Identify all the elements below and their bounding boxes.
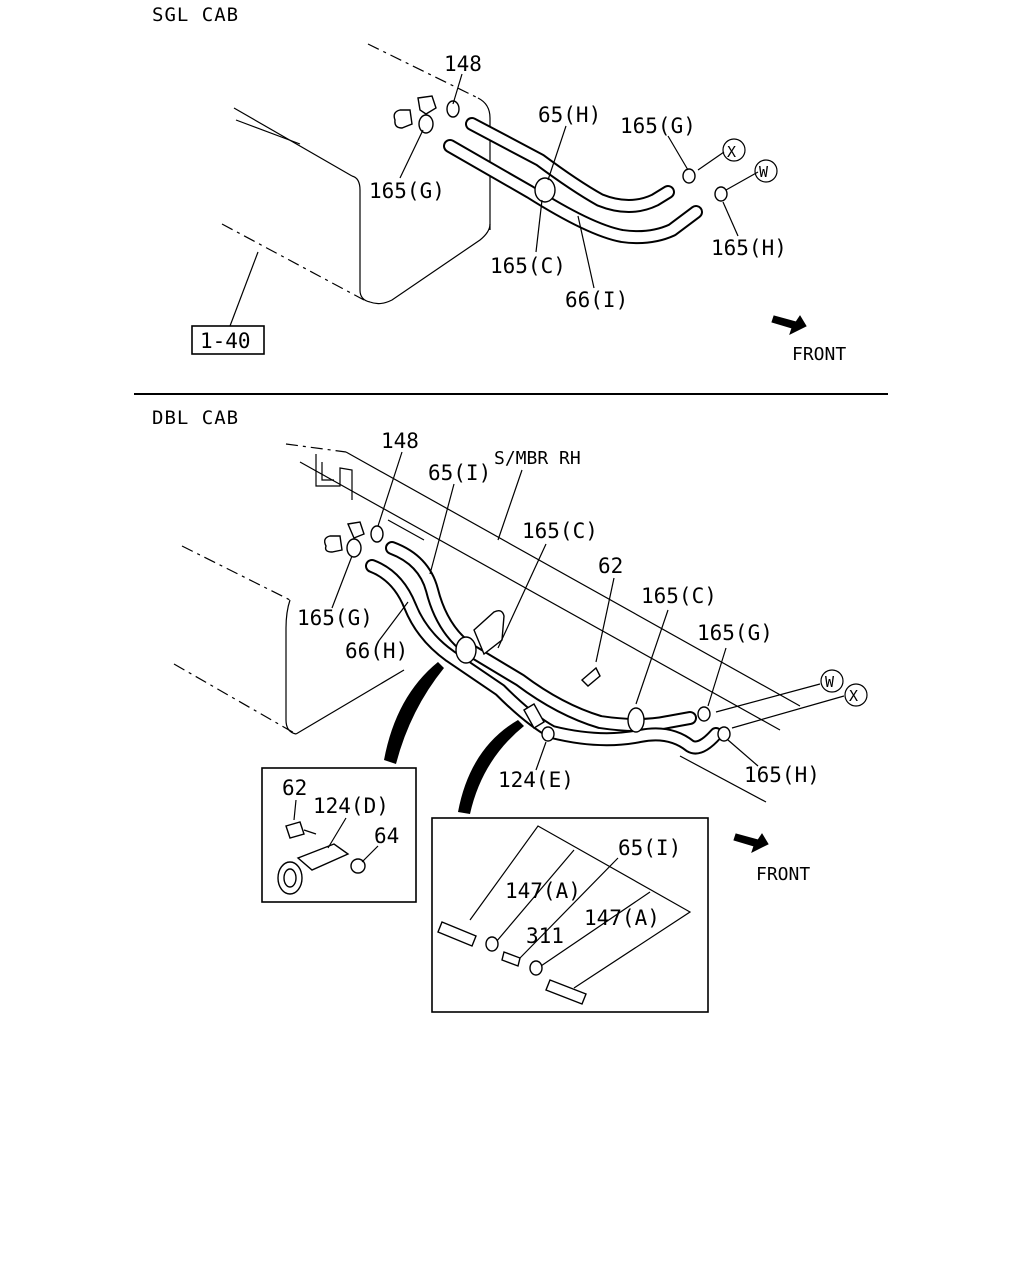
sgl-marker-w-label: W	[759, 163, 769, 181]
dbl-marker-w	[820, 669, 844, 693]
sgl-label-165g-left: 165(G)	[369, 179, 445, 203]
detail-joint-label-147a-2: 147(A)	[584, 906, 660, 930]
sgl-ref-box	[191, 325, 265, 355]
sgl-label-65h: 65(H)	[538, 103, 601, 127]
dbl-label-65i: 65(I)	[428, 461, 491, 485]
dbl-label-165c-b: 165(C)	[641, 584, 717, 608]
sgl-label-148: 148	[444, 52, 482, 76]
sgl-front-arrow-icon	[771, 315, 807, 335]
sgl-leader-lines	[229, 73, 759, 327]
detail-bracket-label-62: 62	[282, 776, 307, 800]
dbl-label-165g-left: 165(G)	[297, 606, 373, 630]
sgl-marker-x-label: X	[727, 143, 736, 161]
dbl-fuel-pipes	[365, 541, 845, 755]
sgl-label-66i: 66(I)	[565, 288, 628, 312]
dbl-label-165g-right: 165(G)	[697, 621, 773, 645]
sgl-tank-fittings	[393, 95, 460, 134]
dbl-leader-lines	[331, 451, 759, 771]
detail-bracket-label-64: 64	[374, 824, 399, 848]
dbl-cab-title: DBL CAB	[152, 407, 239, 429]
sgl-label-165h: 165(H)	[711, 236, 787, 260]
dbl-label-smbr-rh: S/MBR RH	[494, 448, 581, 469]
dbl-tank-fittings	[323, 521, 384, 558]
dbl-label-66h: 66(H)	[345, 639, 408, 663]
dbl-label-148: 148	[381, 429, 419, 453]
dbl-marker-x-label: X	[849, 687, 858, 705]
dbl-side-member	[285, 443, 801, 803]
sgl-label-165g-top: 165(G)	[620, 114, 696, 138]
dbl-fuel-tank	[173, 519, 425, 735]
dbl-callout-wedges	[384, 662, 524, 814]
detail-joint-box: 65(I) 147(A) 311 147(A)	[431, 817, 709, 1013]
sgl-fuel-tank	[221, 43, 491, 305]
sgl-marker-w	[754, 159, 778, 183]
dbl-label-124e: 124(E)	[498, 768, 574, 792]
sgl-front-label: FRONT	[792, 344, 846, 365]
dbl-front-arrow-icon	[733, 833, 769, 853]
detail-bracket-label-124d: 124(D)	[313, 794, 389, 818]
dbl-marker-w-label: W	[825, 673, 835, 691]
sgl-cab-title: SGL CAB	[152, 4, 239, 26]
sgl-marker-x	[722, 138, 746, 162]
dbl-cab-section: DBL CAB	[152, 407, 868, 1013]
sgl-ref-label: 1-40	[200, 329, 251, 353]
detail-joint-label-147a-1: 147(A)	[505, 879, 581, 903]
dbl-label-62: 62	[598, 554, 623, 578]
dbl-label-165h: 165(H)	[744, 763, 820, 787]
detail-joint-label-65i: 65(I)	[618, 836, 681, 860]
sgl-cab-section: SGL CAB	[152, 4, 846, 365]
dbl-marker-x	[844, 683, 868, 707]
sgl-label-165c: 165(C)	[490, 254, 566, 278]
dbl-label-165c-a: 165(C)	[522, 519, 598, 543]
dbl-front-label: FRONT	[756, 864, 810, 885]
detail-bracket-box: 62 124(D) 64	[261, 767, 417, 903]
sgl-fuel-pipes	[443, 117, 728, 245]
detail-joint-label-311: 311	[526, 924, 564, 948]
